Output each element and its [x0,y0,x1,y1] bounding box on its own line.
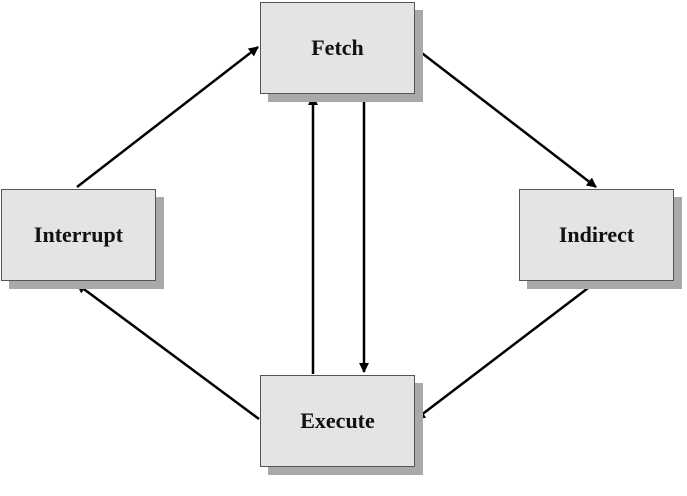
node-interrupt: Interrupt [1,189,156,281]
edge-interrupt-to-fetch [76,46,259,188]
node-execute-label: Execute [300,408,375,433]
node-indirect-label: Indirect [558,222,635,247]
node-indirect: Indirect [519,189,674,281]
node-fetch: Fetch [260,2,415,94]
edge-execute-to-interrupt [76,282,260,421]
edge-indirect-to-execute [415,281,597,420]
node-execute: Execute [260,375,415,467]
node-fetch-label: Fetch [311,35,364,60]
node-interrupt-label: Interrupt [33,222,124,247]
edge-fetch-to-indirect [413,46,597,188]
